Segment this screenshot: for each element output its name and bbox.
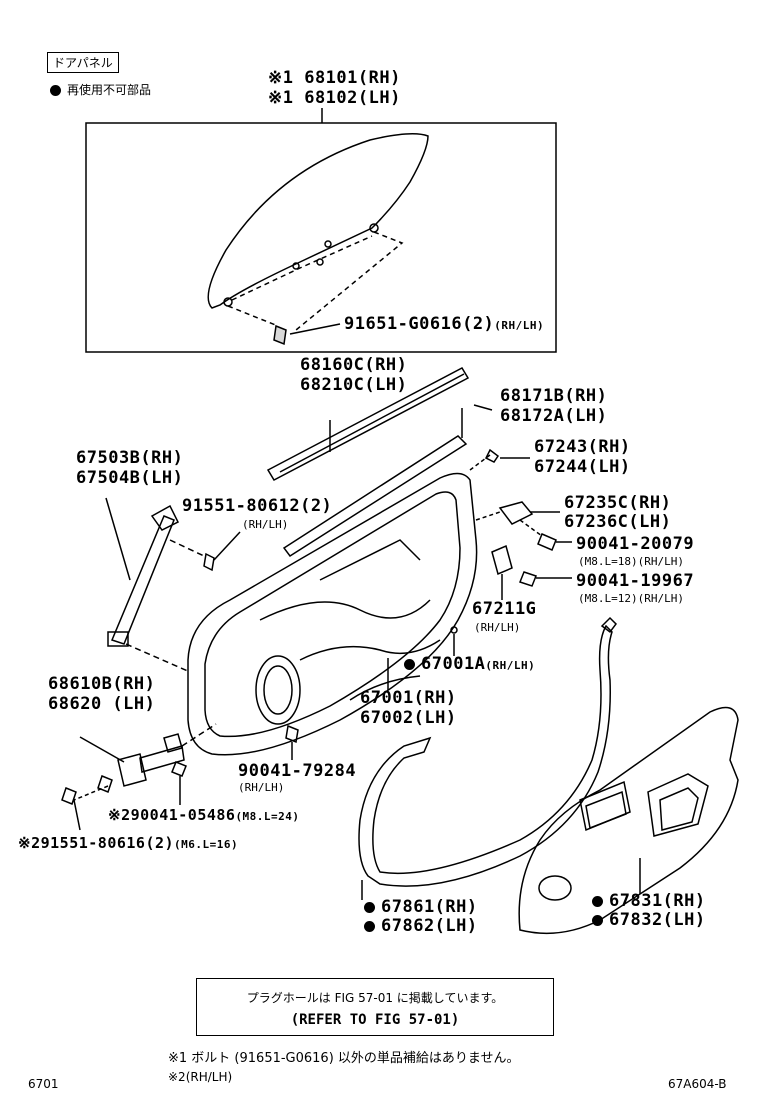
- screw-80612-spec: (RH/LH): [242, 518, 289, 531]
- trim-pn-rh[interactable]: 67831(RH): [592, 893, 706, 910]
- weatherstrip-pn-rh[interactable]: 67861(RH): [364, 899, 478, 916]
- bolt-20079-pn[interactable]: 90041-20079: [576, 534, 695, 554]
- page-number-left: 6701: [28, 1077, 59, 1091]
- figure-code: 67A604-B: [668, 1077, 727, 1091]
- bolt-79284-spec: (RH/LH): [238, 781, 285, 794]
- glass-pn-lh[interactable]: ※1 68102(LH): [268, 88, 401, 108]
- bracket: [498, 501, 534, 525]
- hinge-pn-rh[interactable]: 68610B(RH): [48, 674, 156, 694]
- belt-outer-strip: [266, 367, 470, 481]
- regulator-pn-rh[interactable]: 67503B(RH): [76, 448, 184, 468]
- belt-outer-pn-lh[interactable]: 68210C(LH): [300, 375, 408, 395]
- bolt-80616-pn[interactable]: ※291551-80616(2)(M6.L=16): [18, 834, 239, 852]
- refer-note-jp: プラグホールは FIG 57-01 に掲載しています。: [246, 991, 504, 1005]
- part-67211g-pn[interactable]: 67211G: [472, 599, 537, 619]
- bracket-67211g: [491, 544, 513, 576]
- bolt-19967-pn[interactable]: 90041-19967: [576, 571, 695, 591]
- glass-pn-rh[interactable]: ※1 68101(RH): [268, 68, 401, 88]
- refer-note-box: プラグホールは FIG 57-01 に掲載しています。 (REFER TO FI…: [196, 978, 554, 1036]
- belt-inner-pn-lh[interactable]: 68172A(LH): [500, 406, 608, 426]
- belt-inner-strip: [282, 435, 468, 558]
- window-regulator: [110, 515, 175, 645]
- non-reusable-dot-icon: [404, 658, 415, 670]
- hinge-pn-lh[interactable]: 68620 (LH): [48, 694, 156, 714]
- footnote-1: ※1 ボルト (91651-G0616) 以外の単品補給はありません。: [168, 1051, 520, 1066]
- door-panel-pn-rh[interactable]: 67001(RH): [360, 688, 457, 708]
- section-title: ドアパネル: [47, 52, 119, 73]
- seal-67001a-pn[interactable]: 67001A(RH/LH): [404, 656, 535, 673]
- belt-outer-pn-rh[interactable]: 68160C(RH): [300, 355, 408, 375]
- weatherstrip: [358, 624, 613, 887]
- door-hinge: [117, 753, 147, 787]
- refer-note-en[interactable]: (REFER TO FIG 57-01): [290, 1012, 460, 1028]
- non-reusable-dot-icon: [592, 914, 603, 926]
- glass-frame-box: [85, 122, 557, 353]
- bracket-pn-lh[interactable]: 67236C(LH): [564, 512, 672, 532]
- screw-80612-pn[interactable]: 91551-80612(2): [182, 496, 333, 516]
- bolt-20079-spec: (M8.L=18)(RH/LH): [578, 555, 684, 568]
- clip-pn-rh[interactable]: 67243(RH): [534, 437, 631, 457]
- door-panel-pn-lh[interactable]: 67002(LH): [360, 708, 457, 728]
- weatherstrip-pn-lh[interactable]: 67862(LH): [364, 918, 478, 935]
- non-reusable-dot-icon: [364, 920, 375, 932]
- glass-bolt-pn[interactable]: 91651-G0616(2)(RH/LH): [344, 314, 545, 334]
- non-reusable-dot-icon: [364, 901, 375, 913]
- bracket-pn-rh[interactable]: 67235C(RH): [564, 493, 672, 513]
- legend-note: 再使用不可部品: [50, 84, 151, 96]
- door-glass: [207, 133, 429, 309]
- non-reusable-dot-icon: [50, 85, 61, 96]
- part-67211g-spec: (RH/LH): [474, 621, 521, 634]
- glass-bolt: [273, 324, 287, 346]
- footnote-2: ※2(RH/LH): [168, 1070, 233, 1084]
- speaker-hole: [255, 655, 301, 725]
- clip-pn-lh[interactable]: 67244(LH): [534, 457, 631, 477]
- bolt-05486-pn[interactable]: ※290041-05486(M8.L=24): [108, 806, 300, 824]
- trim-pn-lh[interactable]: 67832(LH): [592, 912, 706, 929]
- belt-inner-pn-rh[interactable]: 68171B(RH): [500, 386, 608, 406]
- bolt-79284-pn[interactable]: 90041-79284: [238, 761, 357, 781]
- regulator-pn-lh[interactable]: 67504B(LH): [76, 468, 184, 488]
- bolt-19967-spec: (M8.L=12)(RH/LH): [578, 592, 684, 605]
- non-reusable-dot-icon: [592, 895, 603, 907]
